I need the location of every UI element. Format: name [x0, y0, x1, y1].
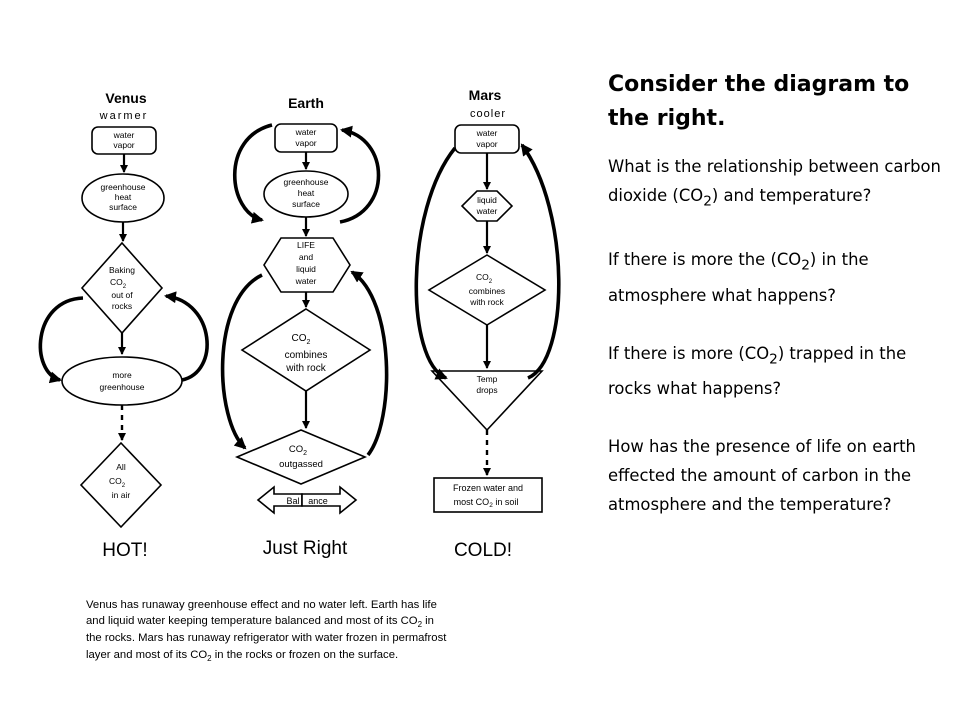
- question-2: If there is more the (CO2) in the atmosp…: [608, 250, 869, 305]
- mars-column: Mars cooler water vapor liquid water CO2…: [414, 87, 561, 561]
- svg-text:vapor: vapor: [476, 139, 497, 149]
- earth-column: Earth water vapor greenhouse heat surfac…: [220, 95, 389, 559]
- svg-text:water: water: [295, 276, 317, 286]
- svg-text:most CO2 in soil: most CO2 in soil: [454, 497, 519, 509]
- earth-co2-combines-node: CO2 combines with rock: [240, 308, 372, 392]
- svg-text:layer and most of its CO2 in t: layer and most of its CO2 in the rocks o…: [86, 649, 398, 663]
- question-panel: Consider the diagram to the right. What …: [608, 68, 943, 548]
- venus-baking-node: Baking CO2 out of rocks: [80, 241, 164, 335]
- mars-frozen-node: Frozen water and most CO2 in soil: [433, 477, 543, 513]
- svg-text:vapor: vapor: [113, 140, 134, 150]
- earth-balance-arrow: Bal ance: [256, 485, 358, 515]
- venus-feedback-loop: [38, 296, 84, 384]
- svg-text:liquid: liquid: [477, 195, 497, 205]
- svg-text:CO2: CO2: [476, 272, 493, 285]
- svg-text:water: water: [476, 128, 498, 138]
- earth-water-vapor-node: water vapor: [274, 123, 338, 153]
- svg-text:Baking: Baking: [109, 265, 135, 275]
- panel-heading: Consider the diagram to the right.: [608, 72, 910, 131]
- svg-text:drops: drops: [476, 385, 497, 395]
- svg-text:LIFE: LIFE: [297, 240, 315, 250]
- venus-all-co2-node: All CO2 in air: [79, 441, 163, 529]
- svg-text:water: water: [295, 127, 317, 137]
- venus-descriptor: warmer: [99, 110, 149, 122]
- venus-verdict: HOT!: [102, 540, 147, 561]
- svg-text:with rock: with rock: [285, 363, 326, 374]
- mars-title: Mars: [469, 87, 502, 103]
- svg-text:heat: heat: [298, 188, 315, 198]
- svg-text:ance: ance: [308, 496, 328, 506]
- mars-water-vapor-node: water vapor: [454, 124, 520, 154]
- svg-text:outgassed: outgassed: [279, 459, 323, 470]
- svg-text:greenhouse: greenhouse: [101, 182, 146, 192]
- question-3: If there is more (CO2) trapped in the ro…: [608, 343, 907, 398]
- svg-text:heat: heat: [115, 192, 132, 202]
- svg-text:combines: combines: [469, 286, 505, 296]
- svg-text:combines: combines: [285, 350, 328, 361]
- svg-text:in air: in air: [112, 490, 131, 500]
- svg-text:rocks: rocks: [112, 301, 132, 311]
- svg-text:CO2: CO2: [289, 444, 307, 457]
- svg-text:vapor: vapor: [295, 138, 316, 148]
- svg-text:Bal: Bal: [286, 496, 299, 506]
- svg-text:out of: out of: [111, 290, 133, 300]
- svg-text:surface: surface: [109, 202, 137, 212]
- svg-text:greenhouse: greenhouse: [100, 382, 145, 392]
- earth-co2-outgassed-node: CO2 outgassed: [234, 429, 368, 485]
- mars-temp-drops-node: Temp drops: [430, 370, 544, 432]
- svg-text:All: All: [116, 462, 126, 472]
- svg-text:liquid: liquid: [296, 264, 316, 274]
- svg-text:the rocks. Mars has runaway re: the rocks. Mars has runaway refrigerator…: [86, 632, 447, 644]
- svg-text:surface: surface: [292, 199, 320, 209]
- svg-text:with rock: with rock: [469, 297, 504, 307]
- svg-text:Frozen water and: Frozen water and: [453, 483, 523, 493]
- venus-water-vapor-node: water vapor: [91, 126, 157, 155]
- carbon-cycle-diagram: Venus warmer water vapor greenhouse heat…: [38, 87, 561, 663]
- svg-text:more: more: [112, 370, 132, 380]
- venus-title: Venus: [105, 90, 146, 106]
- mars-verdict: COLD!: [454, 540, 512, 561]
- earth-title: Earth: [288, 95, 324, 111]
- venus-more-greenhouse-node: more greenhouse: [61, 356, 183, 406]
- question-1: What is the relationship between carbon …: [608, 157, 941, 210]
- earth-verdict: Just Right: [263, 538, 348, 559]
- question-4: How has the presence of life on earth ef…: [608, 436, 916, 514]
- svg-text:and: and: [299, 252, 313, 262]
- svg-text:CO2: CO2: [109, 476, 126, 489]
- svg-text:water: water: [113, 130, 135, 140]
- venus-greenhouse-node: greenhouse heat surface: [81, 173, 165, 223]
- mars-co2-combines-node: CO2 combines with rock: [427, 254, 547, 326]
- mars-descriptor: cooler: [470, 108, 506, 120]
- svg-text:greenhouse: greenhouse: [284, 177, 329, 187]
- diagram-caption: Venus has runaway greenhouse effect and …: [86, 599, 447, 663]
- svg-text:water: water: [476, 206, 498, 216]
- earth-greenhouse-node: greenhouse heat surface: [263, 170, 349, 218]
- svg-text:CO2: CO2: [292, 333, 311, 346]
- svg-text:Temp: Temp: [477, 374, 498, 384]
- mars-liquid-water-node: liquid water: [460, 190, 514, 222]
- svg-text:CO2: CO2: [110, 277, 127, 290]
- svg-text:and liquid water keeping tempe: and liquid water keeping temperature bal…: [86, 615, 434, 629]
- earth-life-node: LIFE and liquid water: [263, 237, 351, 293]
- svg-text:Venus has runaway greenhouse e: Venus has runaway greenhouse effect and …: [86, 599, 437, 611]
- venus-column: Venus warmer water vapor greenhouse heat…: [38, 90, 209, 561]
